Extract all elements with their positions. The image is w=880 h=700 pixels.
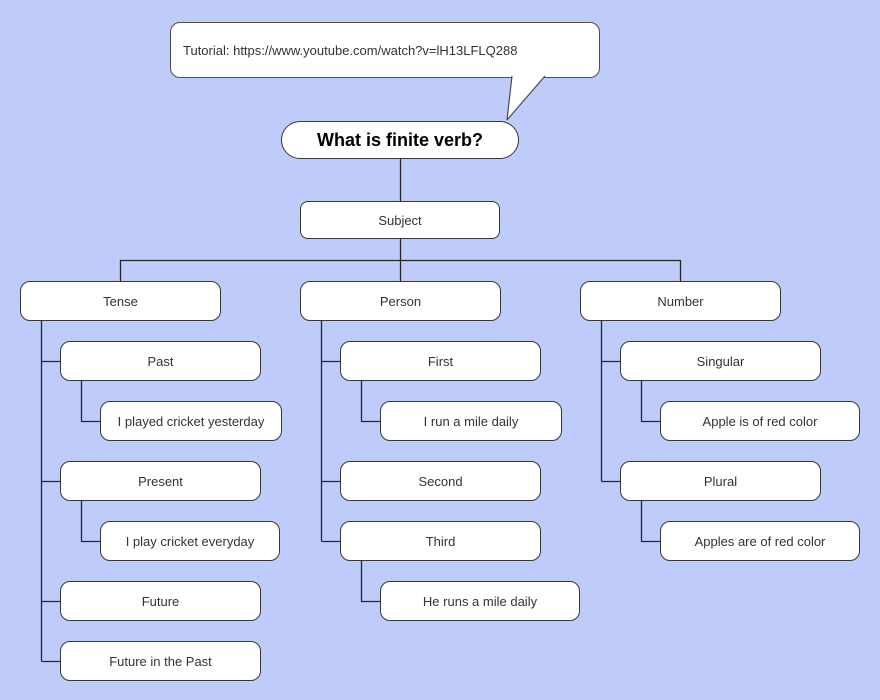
node-future-label: Future	[141, 593, 180, 609]
connector-number-children	[600, 321, 620, 483]
node-present-example-label: I play cricket everyday	[125, 533, 255, 549]
node-singular[interactable]: Singular	[620, 341, 821, 381]
node-plural-example[interactable]: Apples are of red color	[660, 521, 860, 561]
node-subject-label: Subject	[378, 212, 422, 228]
connector-third-example	[360, 561, 380, 603]
node-first[interactable]: First	[340, 341, 541, 381]
node-person[interactable]: Person	[300, 281, 501, 321]
node-plural[interactable]: Plural	[620, 461, 821, 501]
node-present-label: Present	[138, 473, 183, 489]
node-root-label: What is finite verb?	[316, 129, 484, 150]
node-third-example-label: He runs a mile daily	[422, 593, 538, 609]
node-first-example[interactable]: I run a mile daily	[380, 401, 562, 441]
node-past[interactable]: Past	[60, 341, 261, 381]
node-future[interactable]: Future	[60, 581, 261, 621]
node-subject[interactable]: Subject	[300, 201, 500, 239]
node-first-label: First	[427, 353, 454, 369]
node-second-label: Second	[418, 473, 463, 489]
node-number[interactable]: Number	[580, 281, 781, 321]
node-past-example-label: I played cricket yesterday	[117, 413, 265, 429]
tutorial-callout-text: Tutorial: https://www.youtube.com/watch?…	[183, 42, 518, 58]
node-present-example[interactable]: I play cricket everyday	[100, 521, 280, 561]
node-third-label: Third	[425, 533, 456, 549]
node-singular-example-label: Apple is of red color	[702, 413, 818, 429]
node-number-label: Number	[657, 293, 704, 309]
connector-tense-children	[40, 321, 60, 663]
node-future-in-the-past[interactable]: Future in the Past	[60, 641, 261, 681]
node-singular-label: Singular	[696, 353, 745, 369]
node-singular-example[interactable]: Apple is of red color	[660, 401, 860, 441]
node-root-topic[interactable]: What is finite verb?	[281, 121, 519, 159]
node-plural-label: Plural	[703, 473, 738, 489]
node-future-in-the-past-label: Future in the Past	[109, 653, 212, 669]
connector-plural-example	[640, 501, 660, 543]
connector-first-example	[360, 381, 380, 423]
connector-past-example	[80, 381, 100, 423]
node-past-label: Past	[147, 353, 174, 369]
node-first-example-label: I run a mile daily	[423, 413, 519, 429]
connector-singular-example	[640, 381, 660, 423]
connector-present-example	[80, 501, 100, 543]
node-person-label: Person	[379, 293, 422, 309]
node-third-example[interactable]: He runs a mile daily	[380, 581, 580, 621]
tutorial-callout[interactable]: Tutorial: https://www.youtube.com/watch?…	[170, 22, 600, 78]
connector-bus-tense-number	[119, 259, 682, 281]
node-tense-label: Tense	[103, 293, 138, 309]
node-past-example[interactable]: I played cricket yesterday	[100, 401, 282, 441]
node-third[interactable]: Third	[340, 521, 541, 561]
node-tense[interactable]: Tense	[20, 281, 221, 321]
connector-person-children	[320, 321, 340, 543]
node-plural-example-label: Apples are of red color	[694, 533, 826, 549]
node-present[interactable]: Present	[60, 461, 261, 501]
node-second[interactable]: Second	[340, 461, 541, 501]
